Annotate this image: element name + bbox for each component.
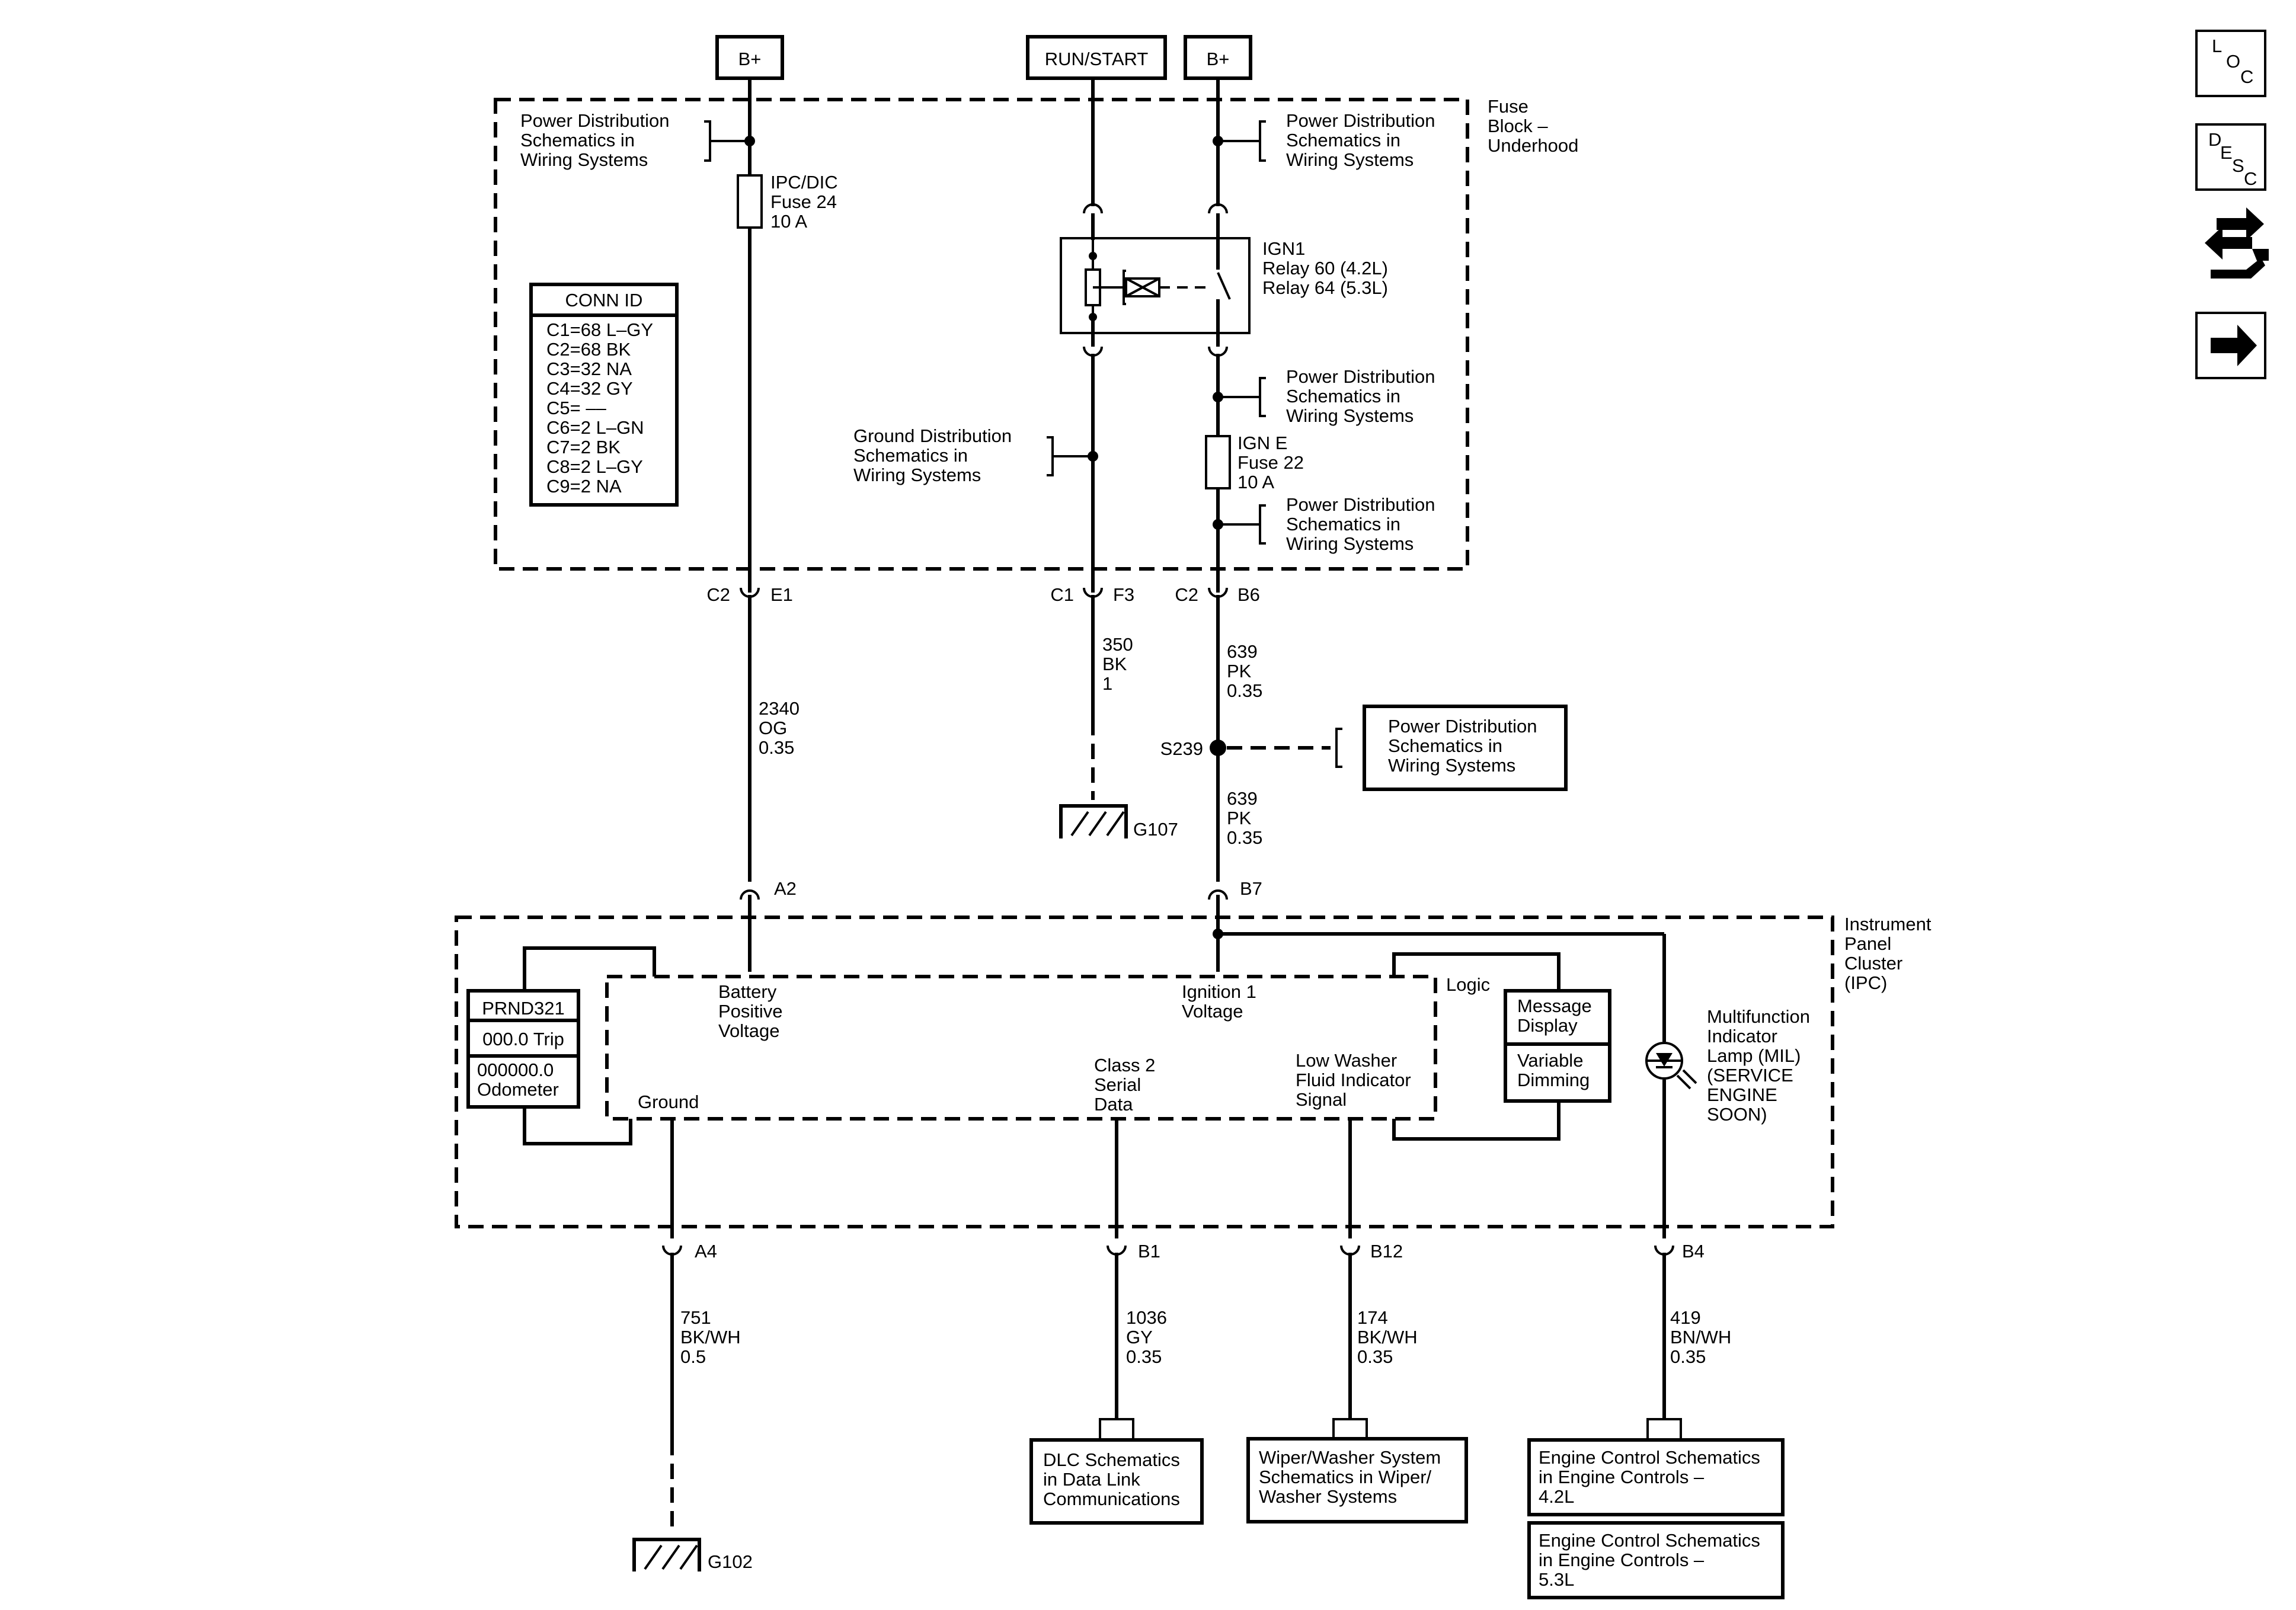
svg-text:G102: G102	[708, 1551, 753, 1572]
svg-text:C: C	[2244, 168, 2257, 189]
svg-text:E: E	[2220, 142, 2233, 163]
connector-b7: B7	[1208, 878, 1262, 900]
fuse-block-boundary	[494, 98, 1469, 571]
connector-swap-icon[interactable]	[2205, 207, 2269, 279]
svg-text:CONN ID: CONN ID	[565, 290, 643, 311]
desc-button[interactable]: D E S C	[2195, 123, 2266, 191]
connector-c2-b6: C2 B6	[1175, 584, 1260, 605]
svg-text:O: O	[2226, 51, 2240, 72]
svg-text:F3: F3	[1113, 584, 1134, 605]
svg-text:RUN/START: RUN/START	[1045, 49, 1149, 69]
svg-text:B4: B4	[1682, 1241, 1705, 1262]
ground-label: Ground	[638, 1092, 699, 1112]
logic-label: Logic	[1446, 974, 1490, 995]
ign1-relay	[1060, 237, 1251, 334]
bplus-right-source: B+	[1184, 35, 1252, 80]
run-start-source: RUN/START	[1026, 35, 1167, 80]
loc-button[interactable]: L O C	[2195, 30, 2266, 97]
svg-text:L: L	[2212, 36, 2222, 56]
svg-text:B12: B12	[1370, 1241, 1403, 1262]
svg-text:B7: B7	[1240, 878, 1262, 899]
svg-text:B+: B+	[1207, 49, 1230, 69]
svg-text:C: C	[2240, 66, 2253, 87]
logic-boundary	[605, 975, 1437, 1121]
svg-text:S: S	[2232, 155, 2244, 176]
svg-text:B1: B1	[1138, 1241, 1160, 1262]
svg-text:C2: C2	[706, 584, 730, 605]
next-arrow-button[interactable]	[2195, 312, 2266, 379]
connector-c1-f3: C1 F3	[1050, 584, 1134, 605]
ign-e-fuse	[1205, 435, 1231, 489]
connector-a2: A2	[740, 878, 797, 900]
svg-text:A4: A4	[695, 1241, 717, 1262]
next-arrow-icon	[2211, 325, 2257, 366]
splice-s239: S239	[1160, 738, 1226, 759]
ipc-dic-fuse	[737, 174, 763, 229]
connector-a4: A4	[662, 1241, 717, 1262]
svg-text:G107: G107	[1133, 819, 1178, 840]
ground-g107: G107	[1059, 804, 1178, 840]
svg-text:C1: C1	[1050, 584, 1074, 605]
svg-text:C2: C2	[1175, 584, 1198, 605]
svg-text:PRND321: PRND321	[482, 998, 565, 1019]
svg-text:000.0 Trip: 000.0 Trip	[482, 1029, 564, 1049]
bplus-left-source: B+	[715, 35, 784, 80]
ipc-boundary	[455, 916, 1834, 1228]
ground-g102: G102	[632, 1538, 753, 1572]
svg-text:B6: B6	[1237, 584, 1260, 605]
svg-text:B+: B+	[738, 49, 762, 69]
svg-text:D: D	[2208, 129, 2221, 150]
svg-text:A2: A2	[774, 878, 797, 899]
svg-text:S239: S239	[1160, 738, 1203, 759]
mil-lamp	[1645, 1042, 1697, 1090]
svg-text:E1: E1	[770, 584, 793, 605]
